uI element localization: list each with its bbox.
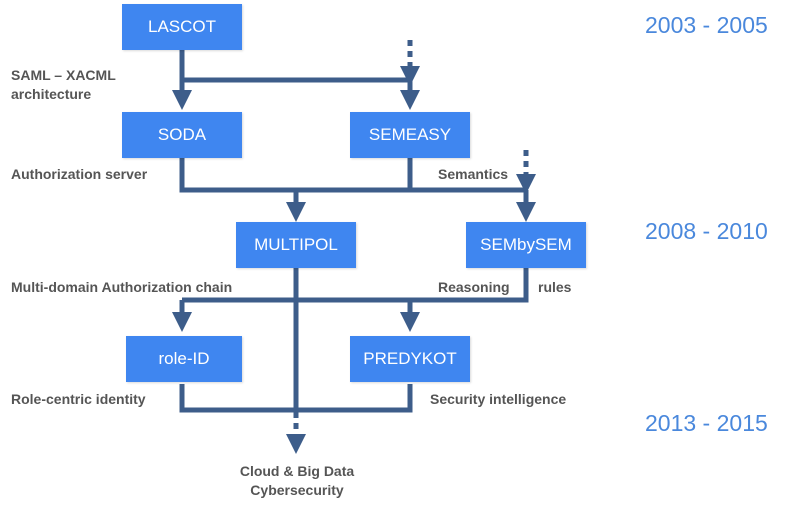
cloud-label: Cloud & Big Data Cybersecurity — [222, 462, 372, 500]
role-id-label: role-ID — [158, 349, 210, 368]
predykot-box: PREDYKOT — [350, 336, 470, 382]
sembysem-label: SEMbySEM — [480, 235, 572, 254]
multi-domain-label: Multi-domain Authorization chain — [11, 279, 233, 295]
security-intelligence-label: Security intelligence — [430, 391, 567, 407]
reasoning-label: Reasoning — [438, 279, 510, 295]
year-label-2: 2008 - 2010 — [645, 218, 768, 244]
lascot-connector — [179, 50, 410, 83]
predykot-label: PREDYKOT — [363, 349, 457, 368]
saml-line-1: SAML – XACML — [11, 67, 116, 83]
semeasy-box: SEMEASY — [350, 112, 470, 158]
soda-label: SODA — [157, 125, 207, 144]
multipol-box: MULTIPOL — [236, 222, 356, 268]
year-label-1: 2003 - 2005 — [645, 12, 768, 38]
role-id-box: role-ID — [126, 336, 242, 382]
authorization-server-label: Authorization server — [11, 166, 148, 182]
role-predykot-merge — [179, 384, 413, 413]
semeasy-label: SEMEASY — [368, 125, 452, 144]
sembysem-box: SEMbySEM — [466, 222, 586, 268]
lascot-box: LASCOT — [122, 4, 242, 50]
soda-box: SODA — [122, 112, 242, 158]
saml-line-2: architecture — [11, 86, 92, 102]
year-label-3: 2013 - 2015 — [645, 410, 768, 436]
multipol-label: MULTIPOL — [254, 235, 338, 254]
rules-label: rules — [538, 279, 572, 295]
saml-xacml-label: SAML – XACML architecture — [11, 66, 116, 104]
role-centric-label: Role-centric identity — [11, 391, 146, 407]
semantics-label: Semantics — [438, 166, 509, 182]
lascot-label: LASCOT — [147, 17, 217, 36]
cloud-line-1: Cloud & Big Data — [239, 463, 355, 479]
cloud-line-2: Cybersecurity — [250, 482, 344, 498]
